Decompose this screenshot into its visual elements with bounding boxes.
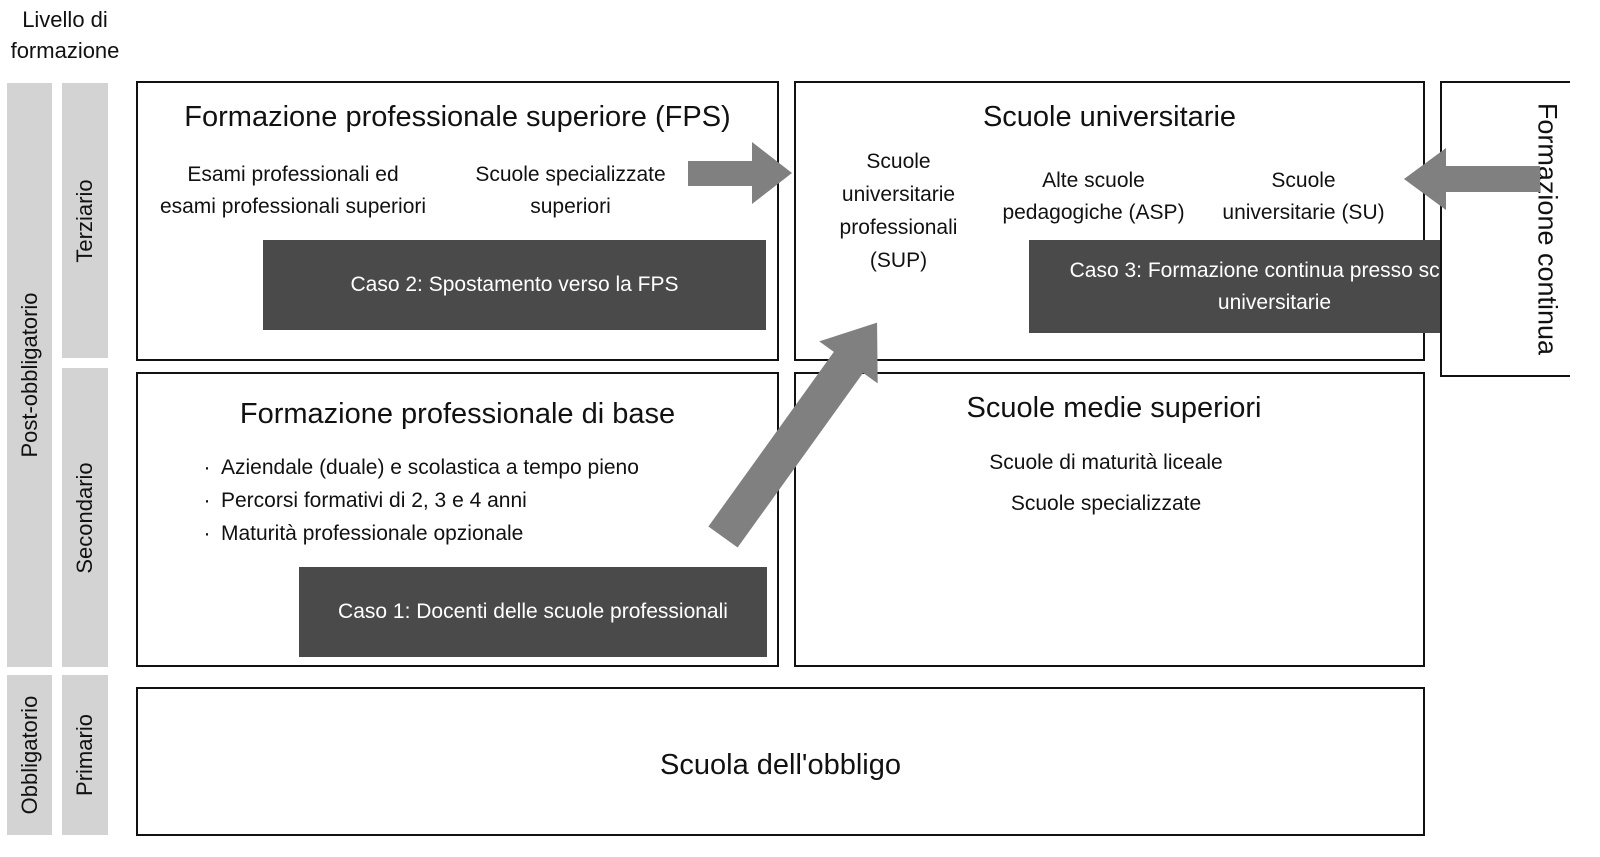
text-line: Scuole di maturità liceale (989, 451, 1223, 474)
text-line: universitarie (841, 183, 956, 206)
text-line: Scuole (866, 150, 931, 173)
high-schools-box: Scuole medie superiori Scuole di maturit… (794, 372, 1425, 667)
text-line: Scuole (1271, 169, 1336, 192)
text-line: universitarie (SU) (1222, 201, 1385, 224)
text-line: (SUP) (869, 249, 928, 272)
text-line: Alte scuole (1042, 169, 1145, 192)
fpb-title: Formazione professionale di base (239, 398, 676, 430)
level-header: Livello di formazione (0, 4, 130, 66)
level-primario: Primario (62, 675, 108, 835)
high-schools-title: Scuole medie superiori (966, 392, 1262, 424)
level-header-line1: Livello di (22, 7, 108, 32)
level-header-line2: formazione (10, 38, 120, 63)
compulsory-school-title: Scuola dell'obbligo (660, 749, 901, 781)
su-item: Scuole universitarie (SU) (1201, 165, 1406, 229)
text-line: universitarie (1217, 290, 1332, 314)
fpb-bullets: Aziendale (duale) e scolastica a tempo p… (193, 451, 639, 550)
text-line: Scuole specializzate (475, 163, 666, 186)
sup-item: Scuole universitarie professionali (SUP) (816, 145, 981, 277)
arrow-left-icon (1404, 148, 1540, 210)
text-line: esami professionali superiori (159, 195, 427, 218)
case-1-box: Caso 1: Docenti delle scuole professiona… (299, 567, 767, 657)
text-line: Esami professionali ed (187, 163, 399, 186)
case-3-box: Caso 3: Formazione continua presso scuol… (1029, 240, 1520, 333)
fps-specialized-schools: Scuole specializzate superiori (458, 159, 683, 223)
text-line: professionali (839, 216, 958, 239)
level-post-obbligatorio: Post-obbligatorio (7, 83, 52, 667)
fps-title: Formazione professionale superiore (FPS) (184, 101, 731, 133)
case-2-box: Caso 2: Spostamento verso la FPS (263, 240, 766, 330)
level-secondario: Secondario (62, 368, 108, 667)
arrow-right-icon (688, 142, 792, 204)
text-line: superiori (530, 195, 611, 218)
bullet-item: Maturità professionale opzionale (193, 517, 639, 550)
level-terziario: Terziario (62, 83, 108, 358)
bullet-item: Percorsi formativi di 2, 3 e 4 anni (193, 484, 639, 517)
continuing-education-box: Formazione continua (1440, 81, 1570, 377)
high-schools-list: Scuole di maturità liceale Scuole specia… (796, 442, 1416, 524)
bullet-item: Aziendale (duale) e scolastica a tempo p… (193, 451, 639, 484)
universities-title: Scuole universitarie (982, 101, 1237, 133)
compulsory-school-box: Scuola dell'obbligo (136, 687, 1425, 836)
text-line: Caso 3: Formazione continua presso scuol… (1069, 258, 1480, 282)
text-line: Scuole specializzate (1010, 492, 1202, 515)
fps-exams: Esami professionali ed esami professiona… (148, 159, 438, 223)
asp-item: Alte scuole pedagogiche (ASP) (991, 165, 1196, 229)
text-line: pedagogiche (ASP) (1002, 201, 1185, 224)
level-obbligatorio: Obbligatorio (7, 675, 52, 835)
universities-box: Scuole universitarie Scuole universitari… (794, 81, 1425, 361)
arrow-diagonal-icon (708, 322, 878, 548)
